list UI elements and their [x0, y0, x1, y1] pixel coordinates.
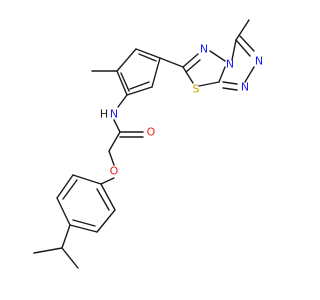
bond [56, 174, 74, 199]
bond [244, 66, 255, 83]
bond [56, 197, 71, 226]
bond [222, 87, 238, 91]
bond [96, 209, 116, 233]
bond [222, 81, 238, 85]
atom-h-amide: H [100, 108, 108, 121]
bond [182, 66, 194, 84]
bond [62, 179, 78, 200]
bond [239, 35, 255, 52]
bond [235, 39, 251, 57]
bond [138, 53, 157, 62]
bond [117, 94, 128, 108]
atom-label-layer: N N N N S H N O O [100, 43, 263, 178]
atom-n-triazole-2: N [241, 81, 249, 94]
bond [231, 39, 237, 61]
bond [100, 177, 115, 185]
bond [120, 72, 130, 92]
atom-n-thiadiazole: N [200, 43, 208, 56]
bond [108, 131, 121, 152]
bond [235, 19, 250, 41]
bond [151, 57, 161, 88]
bond [135, 48, 161, 59]
bond [198, 81, 220, 87]
atom-n-triazole-1: N [255, 55, 263, 68]
bond [61, 247, 79, 269]
bond [33, 247, 63, 254]
atom-s-thiadiazole: S [193, 83, 200, 96]
bond [69, 224, 98, 233]
bond [209, 50, 226, 62]
bond [126, 86, 153, 96]
bond [113, 119, 121, 133]
bond [96, 188, 110, 211]
atom-n-bridge: N [226, 58, 234, 71]
bond [100, 183, 116, 211]
molecule-structure-diagram: N N N N S H N O O [33, 19, 263, 269]
bond [116, 48, 137, 72]
molecule-svg: N N N N S H N O O [33, 19, 263, 269]
bond-layer [33, 19, 255, 269]
bond [185, 59, 201, 73]
bond [218, 66, 226, 83]
bond [159, 57, 184, 68]
atom-o-ether: O [110, 165, 119, 178]
bond [182, 53, 199, 68]
bond [72, 219, 96, 227]
bond [72, 174, 102, 185]
atom-n-amide: N [110, 108, 118, 121]
atom-o-carbonyl: O [147, 126, 156, 139]
bond [129, 81, 150, 90]
bond [108, 150, 115, 166]
bond [116, 70, 128, 96]
bond [61, 224, 71, 249]
